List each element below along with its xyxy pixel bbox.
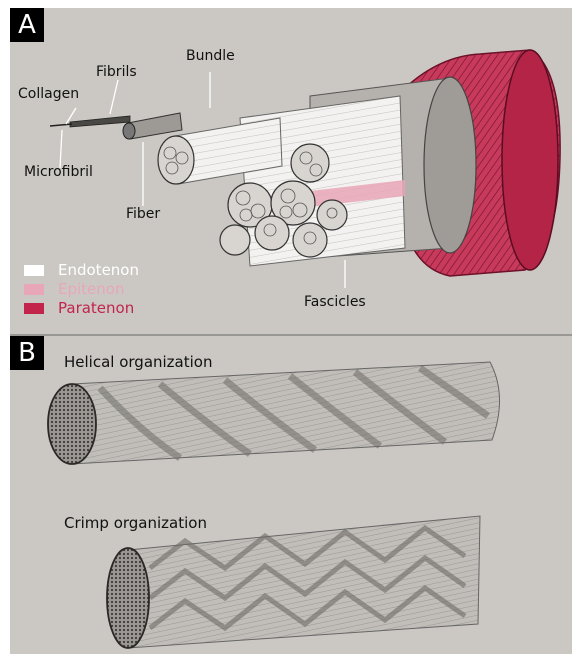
paratenon-label: Paratenon (58, 299, 134, 317)
bundle-label: Bundle (186, 48, 235, 64)
helical-cylinder (48, 362, 500, 464)
panel-a-letter: A (10, 8, 44, 42)
epitenon-label: Epitenon (58, 280, 124, 298)
panel-b-letter: B (10, 336, 44, 370)
fibrils-label: Fibrils (96, 64, 137, 80)
panel-a: A Collagen Fibrils Bundle Microfibril Fi… (10, 8, 572, 334)
fibril-group (50, 116, 130, 127)
microfibril-label: Microfibril (24, 164, 93, 180)
fascicles-label: Fascicles (304, 294, 366, 310)
organization-illustration (10, 336, 572, 654)
crimp-title: Crimp organization (64, 514, 207, 532)
fiber-label: Fiber (126, 206, 160, 222)
endotenon-label: Endotenon (58, 261, 139, 279)
collagen-label: Collagen (18, 86, 79, 102)
crimp-cylinder (107, 516, 480, 648)
fascicles-group (220, 96, 405, 266)
panel-b: B Helical organization Crimp organizatio… (10, 336, 572, 654)
endotenon-swatch (24, 265, 44, 276)
paratenon-swatch (24, 303, 44, 314)
epitenon-swatch (24, 284, 44, 295)
helical-title: Helical organization (64, 353, 212, 371)
fiber-group (123, 113, 182, 139)
